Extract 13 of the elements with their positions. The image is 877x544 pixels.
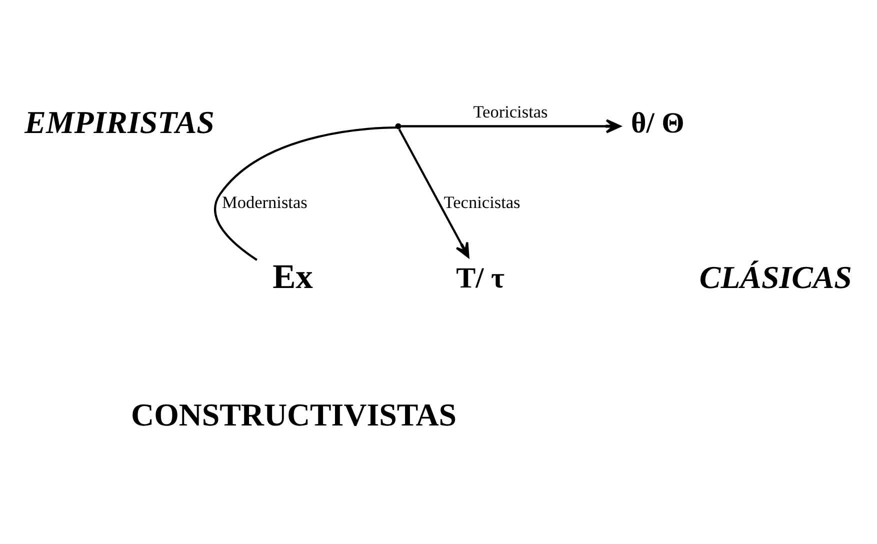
edge-label: Tecnicistas (444, 192, 520, 212)
label: EMPIRISTAS (24, 104, 214, 140)
arrow (401, 118, 621, 133)
node-point (395, 122, 402, 129)
edge-label: Modernistas (222, 192, 308, 212)
node-text: T/ τ (456, 262, 505, 294)
edge-label: Teoricistas (473, 102, 548, 121)
node-text: Ex (272, 258, 313, 296)
label: CLÁSICAS (699, 260, 852, 295)
arrow (398, 128, 470, 258)
node-text: θ/ Θ (630, 106, 684, 139)
connector (214, 126, 396, 260)
label: CONSTRUCTIVISTAS (131, 397, 457, 432)
